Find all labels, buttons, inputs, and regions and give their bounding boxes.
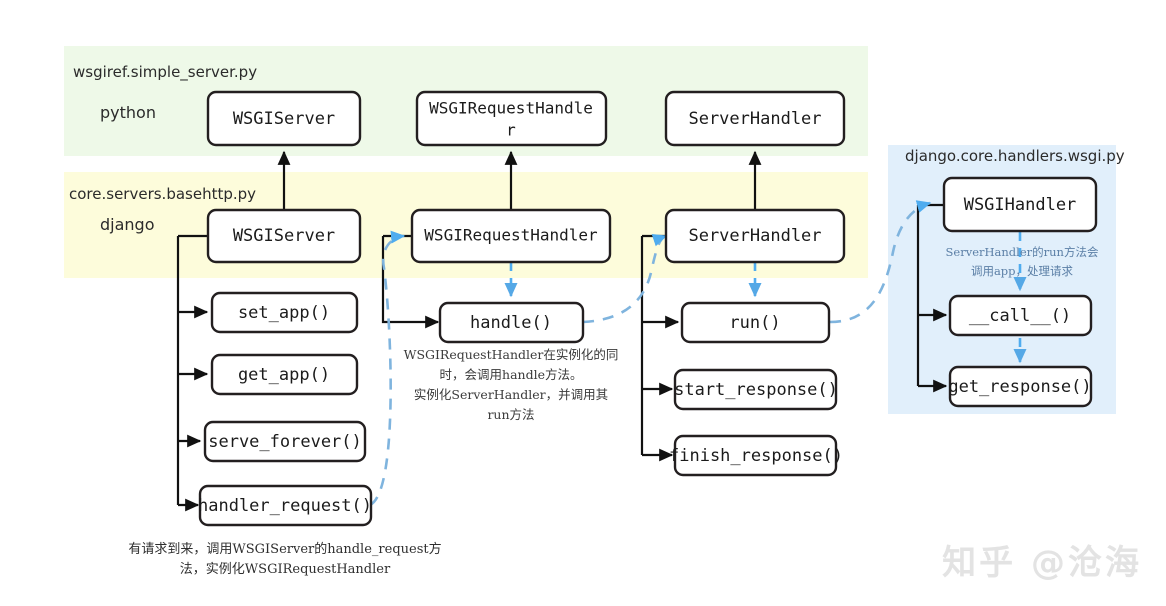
node-django-wsgirequesthandler[interactable]: WSGIRequestHandler xyxy=(410,208,612,264)
svg-text:handler_request(): handler_request() xyxy=(198,496,372,516)
python-band-language-label: python xyxy=(100,103,156,122)
node-handler-request[interactable]: handler_request() xyxy=(198,484,373,527)
svg-text:WSGIRequestHandler在实例化的同: WSGIRequestHandler在实例化的同 xyxy=(404,347,619,362)
svg-text:get_app(): get_app() xyxy=(238,365,330,385)
svg-text:__call__(): __call__() xyxy=(969,306,1071,326)
node-django-serverhandler[interactable]: ServerHandler xyxy=(664,208,846,264)
node-python-serverhandler[interactable]: ServerHandler xyxy=(664,90,846,147)
svg-text:ServerHandler的run方法会: ServerHandler的run方法会 xyxy=(946,245,1099,259)
svg-text:finish_response(): finish_response() xyxy=(669,446,843,466)
flow-run-to-wsgihandler xyxy=(829,200,932,324)
svg-text:run方法: run方法 xyxy=(487,407,534,422)
node-call[interactable]: __call__() xyxy=(948,294,1093,337)
flow-handle-to-serverhandler xyxy=(582,233,668,324)
node-serve-forever[interactable]: serve_forever() xyxy=(203,420,367,463)
wsgi-panel-module-label: django.core.handlers.wsgi.py xyxy=(905,147,1125,165)
svg-text:serve_forever(): serve_forever() xyxy=(208,432,362,452)
svg-text:get_response(): get_response() xyxy=(948,377,1091,397)
svg-text:时，会调用handle方法。: 时，会调用handle方法。 xyxy=(440,367,583,382)
node-python-wsgiserver[interactable]: WSGIServer xyxy=(206,90,362,147)
svg-text:法，实例化WSGIRequestHandler: 法，实例化WSGIRequestHandler xyxy=(180,562,391,577)
node-run[interactable]: run() xyxy=(680,301,831,344)
node-wsgihandler[interactable]: WSGIHandler xyxy=(942,176,1098,233)
svg-text:WSGIRequestHandle: WSGIRequestHandle xyxy=(429,99,593,118)
watermark: 知乎 @沧海 xyxy=(942,543,1142,583)
svg-text:ServerHandler: ServerHandler xyxy=(688,109,821,129)
svg-text:set_app(): set_app() xyxy=(238,303,330,323)
svg-text:实例化ServerHandler，并调用其: 实例化ServerHandler，并调用其 xyxy=(414,387,608,402)
node-get-response[interactable]: get_response() xyxy=(948,365,1093,408)
bottom-caption: 有请求到来，调用WSGIServer的handle_request方 法，实例化… xyxy=(128,541,441,577)
node-python-wsgirequesthandler[interactable]: WSGIRequestHandle r xyxy=(415,90,608,147)
svg-text:handle(): handle() xyxy=(470,313,552,333)
node-start-response[interactable]: start_response() xyxy=(673,368,838,411)
python-band-module-label: wsgiref.simple_server.py xyxy=(73,63,257,82)
svg-text:WSGIHandler: WSGIHandler xyxy=(964,195,1077,215)
svg-text:调用app，处理请求: 调用app，处理请求 xyxy=(971,264,1074,278)
wsgi-panel-note: ServerHandler的run方法会 调用app，处理请求 xyxy=(946,245,1099,278)
svg-text:r: r xyxy=(506,121,516,140)
handle-note: WSGIRequestHandler在实例化的同 时，会调用handle方法。 … xyxy=(404,347,619,422)
svg-text:WSGIRequestHandler: WSGIRequestHandler xyxy=(424,226,598,245)
node-django-wsgiserver[interactable]: WSGIServer xyxy=(206,208,362,264)
svg-text:start_response(): start_response() xyxy=(674,380,838,400)
svg-text:run(): run() xyxy=(729,313,780,333)
node-handle[interactable]: handle() xyxy=(438,301,585,344)
flow-handler-request-to-requesthandler xyxy=(369,230,406,507)
svg-text:WSGIServer: WSGIServer xyxy=(233,226,335,246)
svg-text:WSGIServer: WSGIServer xyxy=(233,109,335,129)
node-finish-response[interactable]: finish_response() xyxy=(669,434,843,477)
node-set-app[interactable]: set_app() xyxy=(210,291,359,334)
svg-text:ServerHandler: ServerHandler xyxy=(688,226,821,246)
node-get-app[interactable]: get_app() xyxy=(210,353,359,396)
svg-text:有请求到来，调用WSGIServer的handle_requ: 有请求到来，调用WSGIServer的handle_request方 xyxy=(128,541,441,557)
django-band-module-label: core.servers.basehttp.py xyxy=(69,185,256,203)
django-band-language-label: django xyxy=(100,215,155,234)
